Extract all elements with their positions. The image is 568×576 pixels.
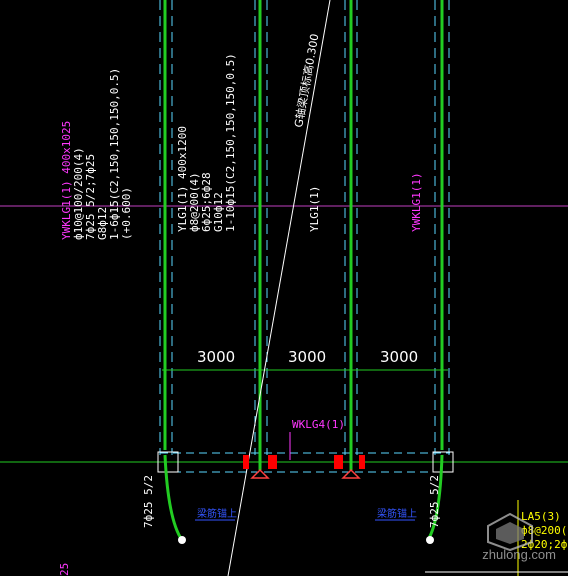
diagonal-reference-line [227,0,331,576]
anchor-note-left: 梁筋锚上 [197,507,237,520]
diagonal-annotation: G轴梁顶标高0.300 [291,33,321,129]
dimension-value-3: 3000 [380,348,418,366]
red-marker-1 [243,455,249,469]
mid-beam-label-1: YLG1(1) 400x1200 [176,126,189,232]
bottom-left-rebar-label: 7ф25 5/2 [142,475,155,528]
right-beam-tag: YWKLG1(1) [410,172,423,232]
red-marker-4 [359,455,365,469]
zhulong-logo-icon [484,512,536,552]
wklg4-label: WKLG4(1) [292,418,345,431]
dimension-value-2: 3000 [288,348,326,366]
mid-beam-label-5: 1-10ф15(C2,150,150,150,0.5) [224,53,237,232]
column-box-left [157,451,179,473]
left-beam-label-6: (+0.600) [120,187,133,240]
red-marker-3 [334,455,343,469]
watermark: zhulong.com [482,512,556,562]
rebar-bend-left [163,454,184,541]
support-triangle-left [250,468,270,479]
anchor-point-right [426,536,434,544]
watermark-text: zhulong.com [482,547,556,562]
edge-number: 25 [58,563,71,576]
bottom-right-rebar-label: 7ф25 5/2 [428,475,441,528]
left-beam-label-3: 7ф25 5/2;7ф25 [84,154,97,240]
left-beam-label-5: 1-6ф15(C2,150,150,150,0.5) [108,68,121,240]
anchor-point-left [178,536,186,544]
dimension-value-1: 3000 [197,348,235,366]
left-beam-label-2: ф10@100/200(4) [72,147,85,240]
rebar-bend-right [426,454,444,541]
center-beam-tag: YLG1(1) [308,186,321,232]
la5-label-1: LA5(3) 2 [521,510,568,523]
left-beam-label-4: G8ф12 [96,207,109,240]
mid-beam-label-3: 6ф25;6ф28 [200,172,213,232]
mid-beam-label-2: ф8@200(4) [188,172,201,232]
left-beam-label-1: YWKLG1(1) 400x1025 [60,121,73,240]
anchor-note-right: 梁筋锚上 [377,507,417,520]
column-box-right [432,451,454,473]
red-marker-2 [268,455,277,469]
mid-beam-label-4: G10ф12 [212,192,225,232]
support-triangle-right [341,468,361,479]
